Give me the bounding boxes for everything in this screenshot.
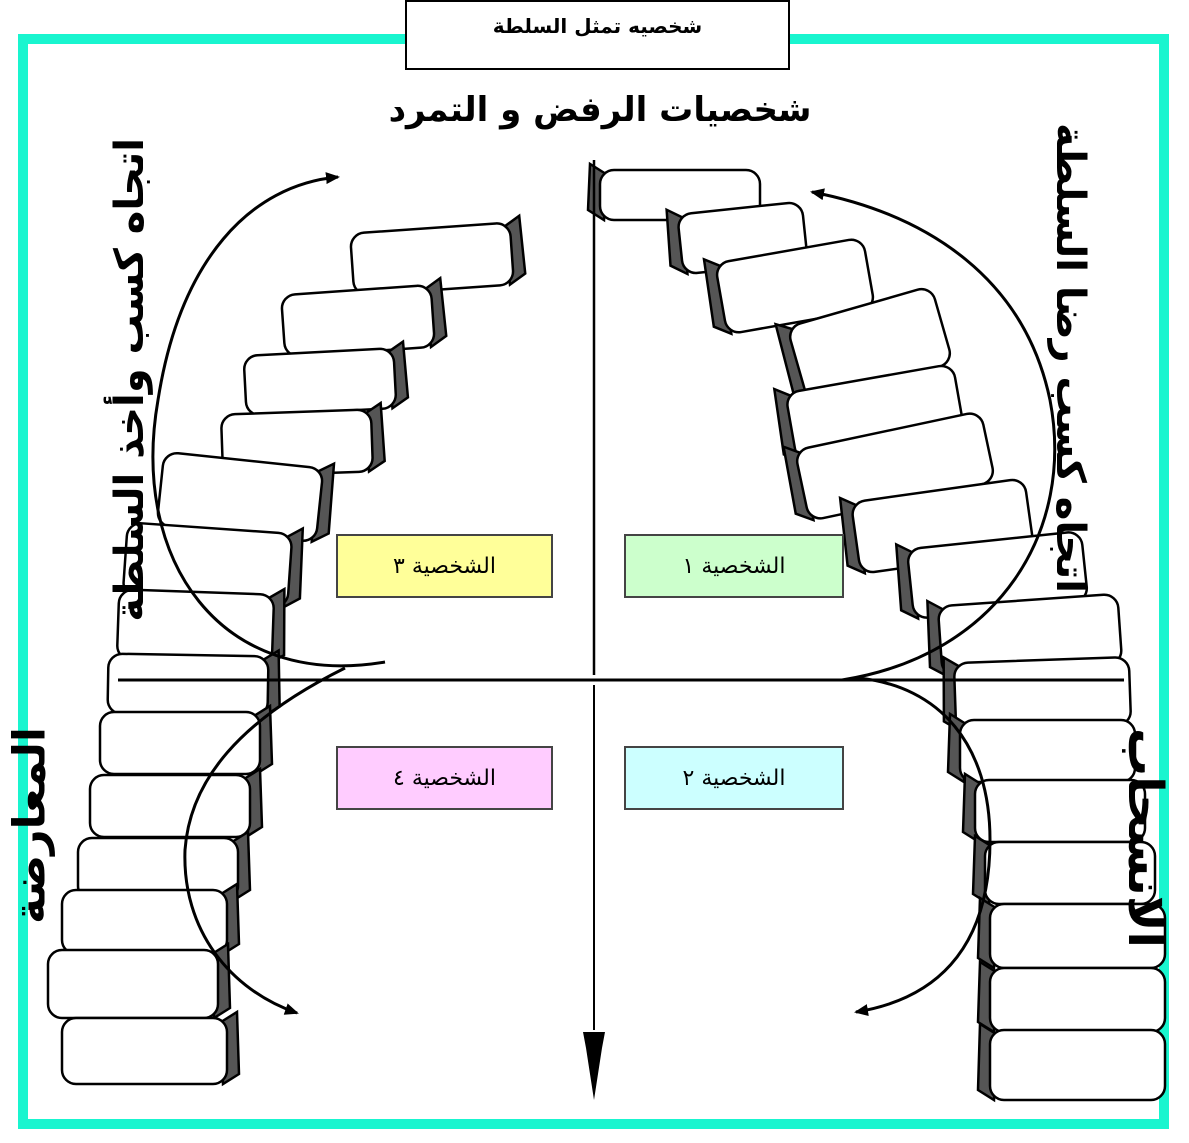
personality-1-box: الشخصية ١ [624, 534, 844, 598]
brick [978, 1024, 1165, 1100]
brick [948, 714, 1135, 782]
brick [62, 884, 239, 954]
personality-4-box: الشخصية ٤ [336, 746, 553, 810]
personality-3-box: الشخصية ٣ [336, 534, 553, 598]
brick [243, 341, 408, 415]
label-withdrawal: الانسحاب [1117, 718, 1173, 958]
label-please-authority: اتجاه كسب رضا السلطة [1047, 118, 1093, 598]
brick [978, 962, 1165, 1032]
plumb-bob [583, 1032, 605, 1100]
rebel-personalities-title: شخصيات الرفض و التمرد [340, 90, 860, 130]
personality-2-box: الشخصية ٢ [624, 746, 844, 810]
label-gain-take-authority: اتجاه كسب وأخذ السلطة [107, 138, 153, 578]
brick [62, 1012, 239, 1084]
label-opposition: المعارضة [5, 711, 56, 941]
brick [281, 278, 447, 357]
authority-figure-label: شخصيه تمثل السلطة [405, 0, 790, 70]
brick [100, 706, 272, 774]
brick [48, 944, 230, 1018]
brick [107, 648, 280, 717]
brick [90, 769, 262, 837]
